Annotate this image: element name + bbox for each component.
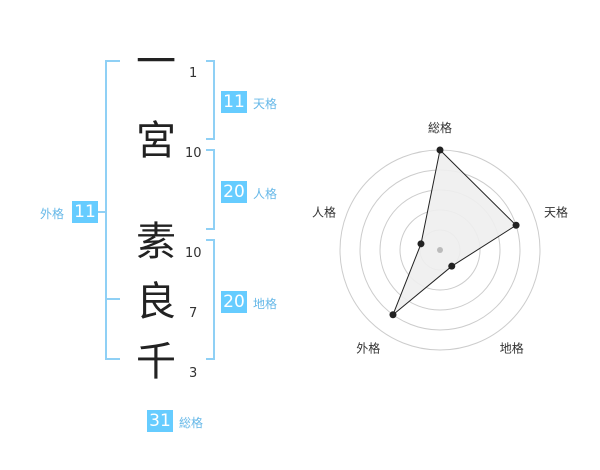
radar-axis-label: 地格 <box>500 341 524 356</box>
chikaku-badge: 20 <box>221 291 247 313</box>
tenkaku-bracket <box>206 60 215 140</box>
radar-axis-label: 天格 <box>544 204 568 219</box>
chikaku-label: 地格 <box>253 297 278 311</box>
radar-point <box>448 262 456 270</box>
gaikaku-badge: 11 <box>72 201 98 223</box>
stroke-count-2: 10 <box>185 146 202 161</box>
name-char-1: 一 <box>136 39 176 85</box>
stroke-count-5: 3 <box>189 366 198 381</box>
stroke-count-1: 1 <box>189 66 198 81</box>
radar-polygon <box>392 148 517 316</box>
stroke-count-4: 7 <box>189 306 198 321</box>
soukaku-label: 総格 <box>179 416 204 430</box>
name-char-4: 良 <box>136 279 176 325</box>
radar-axis-label: 総格 <box>428 120 452 135</box>
name-char-5: 千 <box>136 339 176 385</box>
stroke-count-3: 10 <box>185 246 202 261</box>
name-char-3: 素 <box>136 219 176 265</box>
radar-axis-label: 外格 <box>356 341 380 356</box>
name-char-2: 宮 <box>136 118 176 164</box>
jinkaku-label: 人格 <box>253 187 278 201</box>
tenkaku-badge: 11 <box>221 91 247 113</box>
radar-point <box>389 311 397 319</box>
gaikaku-bracket <box>105 60 120 360</box>
jinkaku-bracket <box>206 149 215 230</box>
jinkaku-badge: 20 <box>221 181 247 203</box>
chikaku-bracket <box>206 239 215 360</box>
soukaku-badge: 31 <box>147 410 173 432</box>
radar-point <box>417 240 425 248</box>
radar-point <box>512 221 520 229</box>
gaikaku-label: 外格 <box>40 207 65 221</box>
radar-point <box>436 146 444 154</box>
tenkaku-label: 天格 <box>253 97 278 111</box>
radar-axis-label: 人格 <box>312 204 336 219</box>
radar-center-dot <box>437 247 443 253</box>
